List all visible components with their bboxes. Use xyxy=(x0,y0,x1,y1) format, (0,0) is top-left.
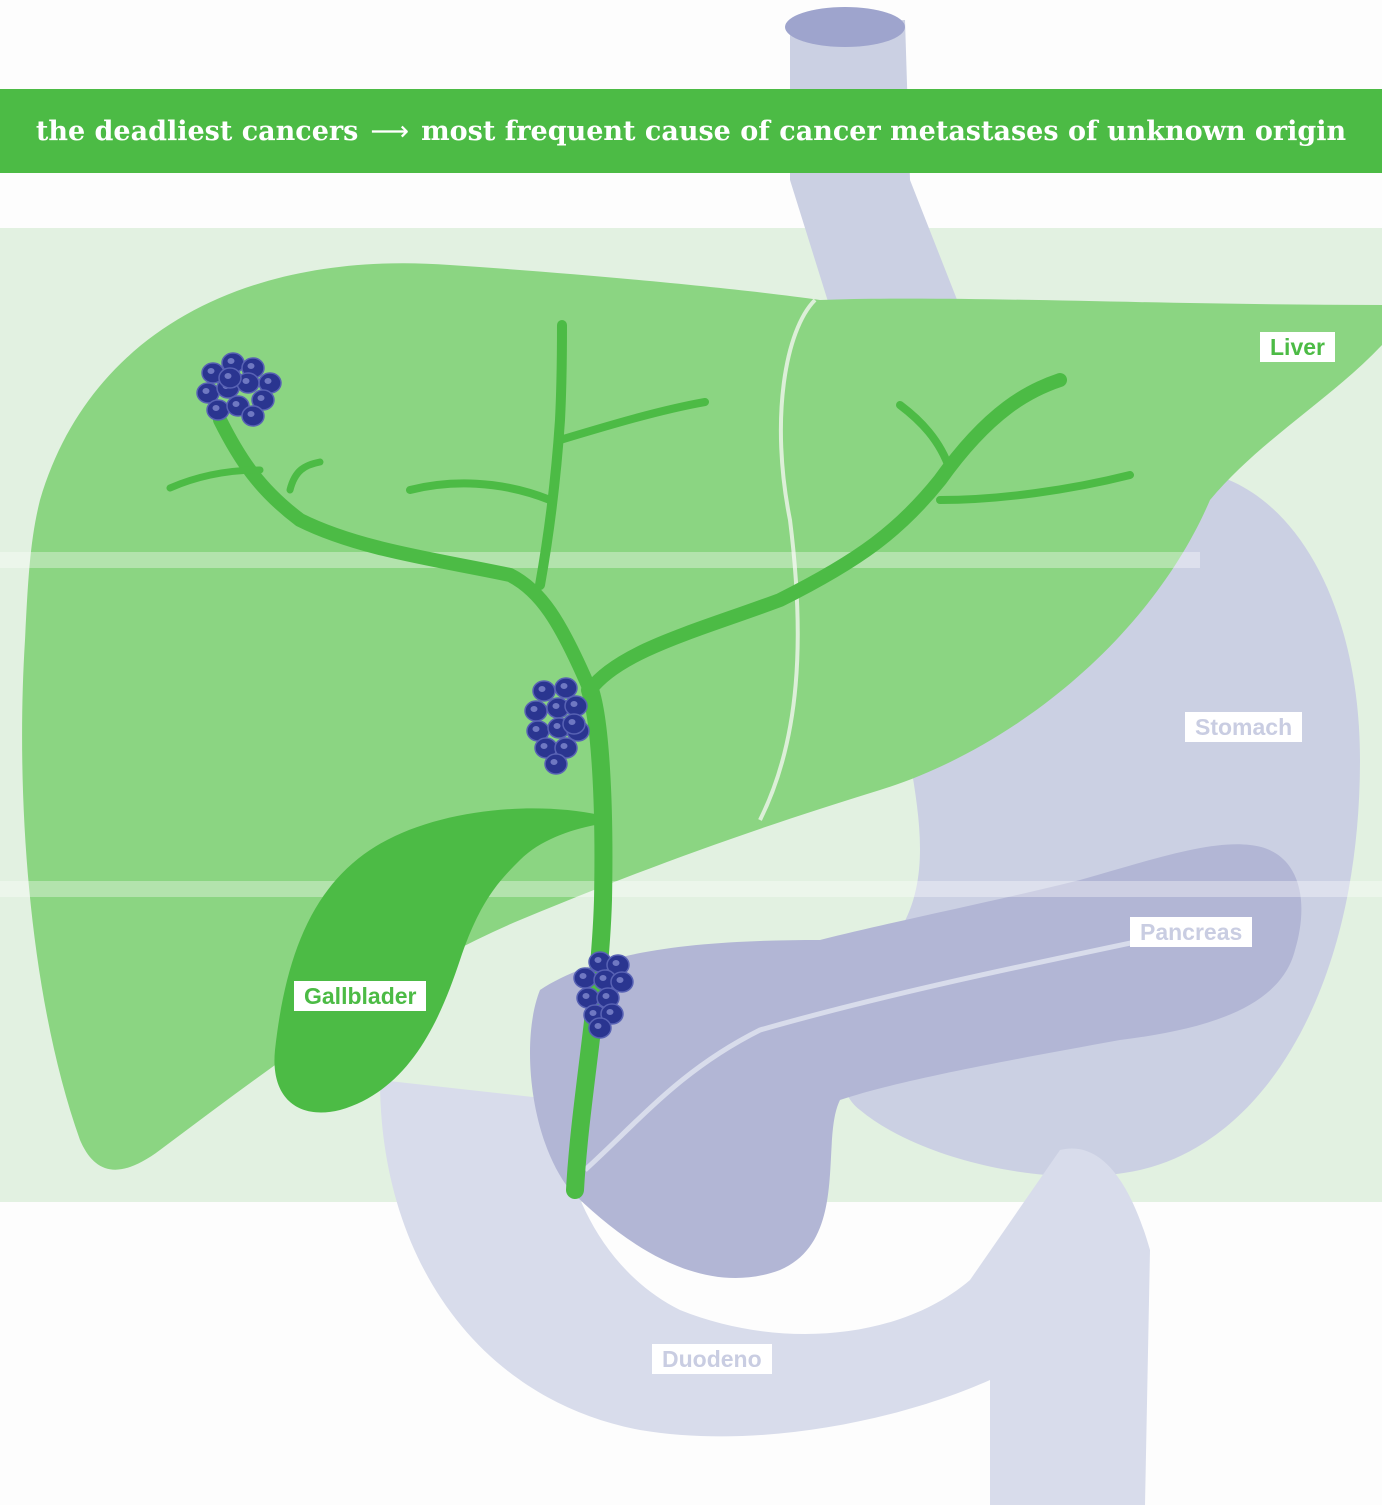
arrow-right-icon: ⟶ xyxy=(370,116,409,147)
highlight-bar-upper xyxy=(0,552,1200,568)
gallbladder-label: Gallblader xyxy=(294,981,426,1011)
banner-right-text: most frequent cause of cancer metastases… xyxy=(421,116,1346,147)
highlight-bar-lower xyxy=(0,881,1382,897)
stomach-label: Stomach xyxy=(1185,712,1302,742)
duodenum-label: Duodeno xyxy=(652,1344,772,1374)
header-banner: the deadliest cancers ⟶ most frequent ca… xyxy=(0,89,1382,173)
pancreas-label: Pancreas xyxy=(1130,917,1252,947)
liver-label: Liver xyxy=(1260,332,1335,362)
esophagus-top xyxy=(785,7,905,47)
banner-left-text: the deadliest cancers xyxy=(36,116,358,147)
